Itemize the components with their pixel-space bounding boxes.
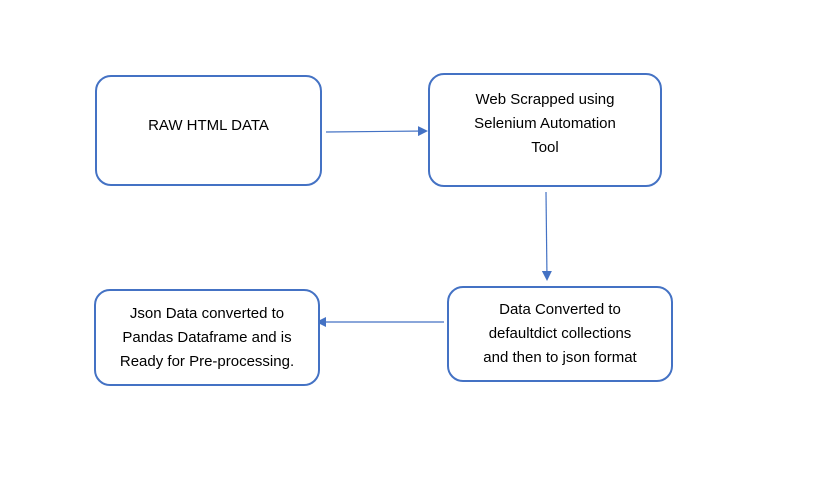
node-text-line: Json Data converted to [129, 304, 285, 322]
node-data-converted-text: Data Converted to defaultdict collection… [483, 298, 636, 370]
node-json-dataframe: Json Data converted to Pandas Dataframe … [94, 289, 320, 386]
node-text-line: Web Scrapped using [475, 91, 615, 108]
node-text-line: Ready for Pre-processing. [119, 352, 295, 370]
arrow-raw-to-scrape [325, 126, 428, 137]
node-raw-html-data-text: RAW HTML DATA [148, 114, 269, 138]
node-text-line: Tool [531, 139, 559, 156]
node-text-line: and then to json format [483, 349, 637, 366]
arrow-scrape-to-convert [541, 191, 552, 281]
node-text-line: Data Converted to [499, 301, 621, 318]
node-data-converted: Data Converted to defaultdict collection… [447, 286, 673, 382]
node-web-scrapped: Web Scrapped using Selenium Automation T… [428, 73, 662, 187]
node-text-line: Selenium Automation [474, 115, 616, 132]
node-text-line: RAW HTML DATA [148, 117, 269, 134]
node-web-scrapped-text: Web Scrapped using Selenium Automation T… [474, 88, 616, 160]
node-text-line: Pandas Dataframe and is [122, 328, 292, 346]
node-text-line: defaultdict collections [488, 325, 632, 342]
node-raw-html-data: RAW HTML DATA [95, 75, 322, 186]
node-json-dataframe-text: Json Data converted to Pandas Dataframe … [120, 302, 294, 374]
